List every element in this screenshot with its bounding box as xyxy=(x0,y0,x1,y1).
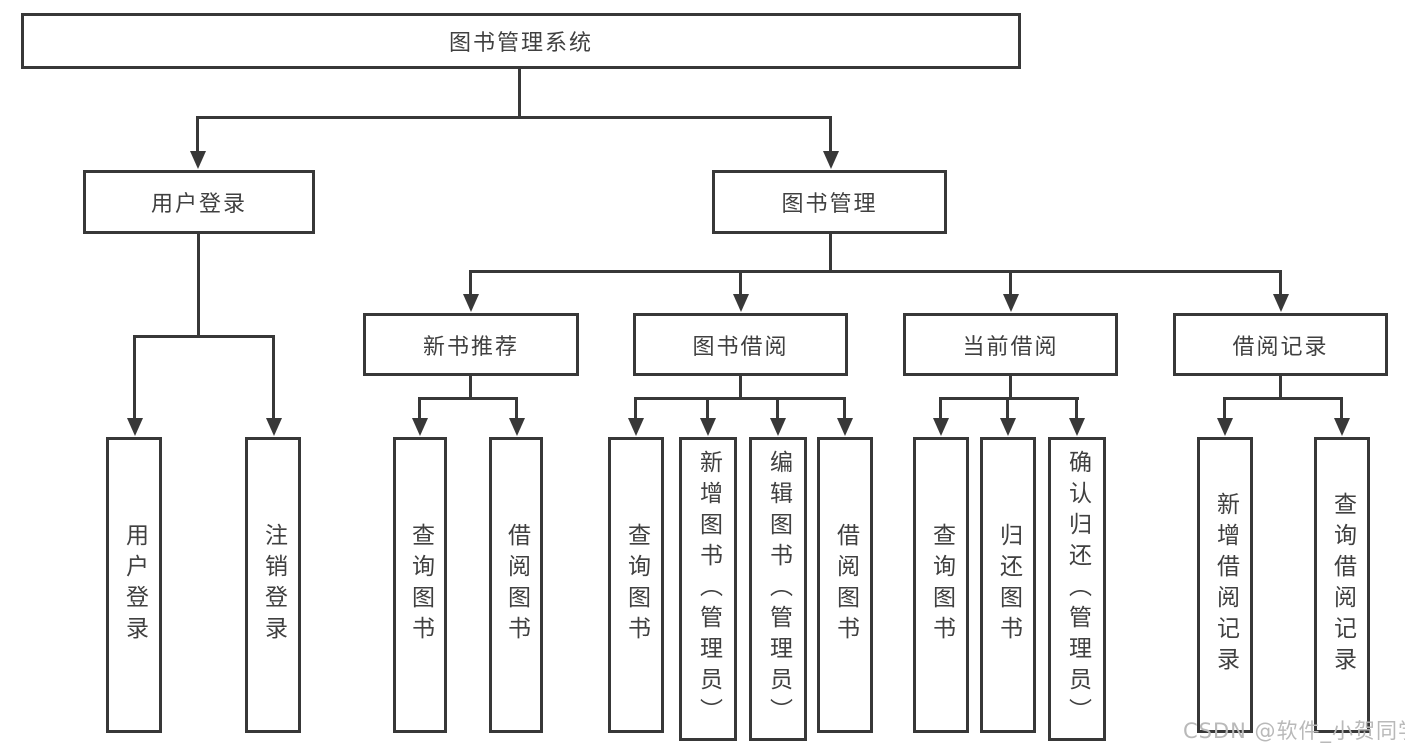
arrow-down-icon xyxy=(1069,418,1085,436)
connector-book-mgmt-bar xyxy=(469,270,1282,273)
connector-user-login-bar xyxy=(133,335,275,338)
connector-drop-rec-borrow xyxy=(515,397,518,419)
node-borrow-records-label: 借阅记录 xyxy=(1232,334,1329,360)
arrow-down-icon xyxy=(412,418,428,436)
node-book-mgmt: 图书管理 xyxy=(712,170,947,234)
connector-current-borrow-bar xyxy=(939,397,1079,400)
arrow-down-icon xyxy=(1273,294,1289,312)
connector-drop-bb-edit xyxy=(776,397,779,419)
connector-drop-rec-query xyxy=(418,397,421,419)
connector-root-bar xyxy=(196,116,832,119)
node-borrow-records: 借阅记录 xyxy=(1173,313,1388,376)
node-new-book-rec: 新书推荐 xyxy=(363,313,579,376)
connector-drop-new-book-rec xyxy=(469,270,472,296)
connector-drop-bb-query xyxy=(634,397,637,419)
leaf-bb-add-books-admin-label: 新增图书（管理员） xyxy=(695,449,722,729)
connector-user-login-stem xyxy=(197,234,200,337)
leaf-bb-query-books: 查询图书 xyxy=(608,437,664,733)
leaf-bb-edit-books-admin-label: 编辑图书（管理员） xyxy=(765,449,792,729)
node-root-label: 图书管理系统 xyxy=(448,31,593,56)
connector-new-book-rec-stem xyxy=(469,376,472,399)
leaf-rec-borrow-books: 借阅图书 xyxy=(489,437,543,733)
arrow-down-icon xyxy=(509,418,525,436)
leaf-bb-edit-books-admin: 编辑图书（管理员） xyxy=(749,437,807,741)
arrow-down-icon xyxy=(823,151,839,169)
node-book-mgmt-label: 图书管理 xyxy=(781,192,878,217)
leaf-br-add-record-label: 新增借阅记录 xyxy=(1212,492,1239,678)
arrow-down-icon xyxy=(770,418,786,436)
leaf-cb-return-books-label: 归还图书 xyxy=(995,523,1022,647)
leaf-bb-query-books-label: 查询图书 xyxy=(623,523,650,647)
node-current-borrow-label: 当前借阅 xyxy=(962,334,1059,360)
node-current-borrow: 当前借阅 xyxy=(903,313,1118,376)
connector-root-stem xyxy=(518,68,521,118)
arrow-down-icon xyxy=(127,418,143,436)
csdn-watermark: CSDN @软件_小贺同学 xyxy=(1183,719,1405,743)
leaf-br-query-record: 查询借阅记录 xyxy=(1314,437,1370,733)
connector-drop-book-borrow xyxy=(739,270,742,296)
arrow-down-icon xyxy=(266,418,282,436)
arrow-down-icon xyxy=(700,418,716,436)
connector-drop-cb-query xyxy=(939,397,942,419)
leaf-logout: 注销登录 xyxy=(245,437,301,733)
connector-book-mgmt-stem xyxy=(829,234,832,273)
arrow-down-icon xyxy=(190,151,206,169)
leaf-br-add-record: 新增借阅记录 xyxy=(1197,437,1253,733)
arrow-down-icon xyxy=(1003,294,1019,312)
connector-borrow-records-bar xyxy=(1223,397,1343,400)
leaf-cb-confirm-return-admin: 确认归还（管理员） xyxy=(1048,437,1106,741)
leaf-logout-label: 注销登录 xyxy=(260,523,287,647)
arrow-down-icon xyxy=(1000,418,1016,436)
node-user-login-label: 用户登录 xyxy=(150,192,247,217)
arrow-down-icon xyxy=(628,418,644,436)
connector-drop-cb-return xyxy=(1006,397,1009,419)
leaf-rec-borrow-books-label: 借阅图书 xyxy=(503,523,530,647)
leaf-br-query-record-label: 查询借阅记录 xyxy=(1329,492,1356,678)
leaf-cb-query-books-label: 查询图书 xyxy=(928,523,955,647)
connector-drop-bb-borrow xyxy=(843,397,846,419)
leaf-bb-borrow-books-label: 借阅图书 xyxy=(832,523,859,647)
arrow-down-icon xyxy=(837,418,853,436)
connector-drop-bb-add xyxy=(706,397,709,419)
leaf-rec-query-books-label: 查询图书 xyxy=(407,523,434,647)
connector-drop-current-borrow xyxy=(1009,270,1012,296)
connector-drop-user-login xyxy=(196,116,199,152)
connector-book-borrow-stem xyxy=(739,376,742,399)
connector-current-borrow-stem xyxy=(1009,376,1012,399)
node-user-login: 用户登录 xyxy=(83,170,315,234)
connector-drop-login xyxy=(133,335,136,419)
arrow-down-icon xyxy=(1217,418,1233,436)
node-book-borrow: 图书借阅 xyxy=(633,313,848,376)
leaf-bb-borrow-books: 借阅图书 xyxy=(817,437,873,733)
arrow-down-icon xyxy=(933,418,949,436)
arrow-down-icon xyxy=(1334,418,1350,436)
leaf-user-login-label: 用户登录 xyxy=(121,523,148,647)
leaf-user-login: 用户登录 xyxy=(106,437,162,733)
leaf-cb-confirm-return-admin-label: 确认归还（管理员） xyxy=(1064,449,1091,729)
leaf-cb-query-books: 查询图书 xyxy=(913,437,969,733)
connector-drop-logout xyxy=(272,335,275,419)
connector-borrow-records-stem xyxy=(1279,376,1282,399)
connector-drop-br-query xyxy=(1340,397,1343,419)
node-book-borrow-label: 图书借阅 xyxy=(692,334,789,360)
connector-new-book-rec-bar xyxy=(418,397,518,400)
arrow-down-icon xyxy=(463,294,479,312)
connector-book-borrow-bar xyxy=(634,397,846,400)
leaf-cb-return-books: 归还图书 xyxy=(980,437,1036,733)
connector-drop-cb-confirm xyxy=(1075,397,1078,419)
node-root: 图书管理系统 xyxy=(21,13,1021,69)
leaf-bb-add-books-admin: 新增图书（管理员） xyxy=(679,437,737,741)
connector-drop-book-mgmt xyxy=(829,116,832,152)
node-new-book-rec-label: 新书推荐 xyxy=(422,334,519,360)
arrow-down-icon xyxy=(733,294,749,312)
connector-drop-br-add xyxy=(1223,397,1226,419)
leaf-rec-query-books: 查询图书 xyxy=(393,437,447,733)
connector-drop-borrow-records xyxy=(1279,270,1282,296)
